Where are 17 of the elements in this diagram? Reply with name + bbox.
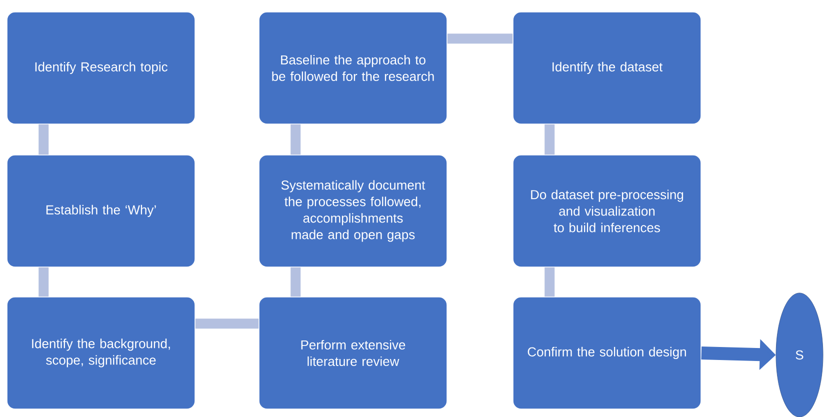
- connector-bar: [447, 34, 513, 44]
- connector-bar: [544, 267, 555, 297]
- process-box: Identify Research topic: [6, 12, 196, 124]
- process-box: Identify the background, scope, significance: [6, 296, 196, 410]
- process-box: Establish the ‘Why’: [6, 154, 196, 268]
- process-box: Confirm the solution design: [512, 296, 702, 410]
- process-box: Identify the dataset: [512, 12, 702, 124]
- process-box: Do dataset pre-processing and visualization to build inferences: [512, 154, 702, 268]
- connector-bar: [290, 124, 301, 155]
- connector-bar: [38, 124, 49, 155]
- process-box: Perform extensive literature review: [258, 296, 448, 410]
- connector-bar: [290, 267, 301, 297]
- connector-bar: [195, 318, 259, 329]
- process-box: Systematically document the processes followed, accomplishments made and open gaps: [258, 154, 448, 268]
- connector-bar: [38, 267, 49, 297]
- connector-bar: [544, 124, 555, 155]
- process-box: Baseline the approach to be followed for the research: [258, 12, 448, 124]
